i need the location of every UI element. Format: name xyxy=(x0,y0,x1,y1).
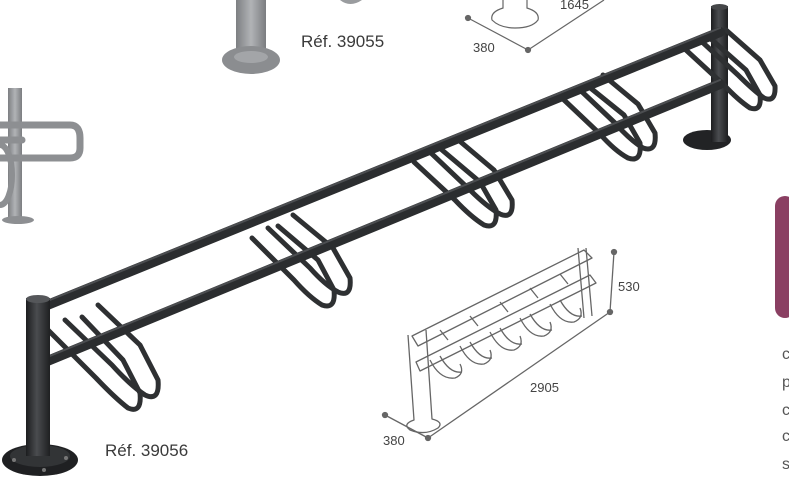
accent-tab xyxy=(775,196,789,318)
dimension-top-height: 1645 xyxy=(560,0,589,12)
grey-rack-left xyxy=(0,88,84,224)
edge-text-4: c xyxy=(782,428,789,445)
right-post xyxy=(683,4,731,150)
edge-text-2: p xyxy=(782,374,789,391)
dimension-diagram-depth: 380 xyxy=(383,433,405,448)
dimension-diagram-39056 xyxy=(381,247,618,442)
dimension-diagram-length: 2905 xyxy=(530,380,559,395)
rack-hoops xyxy=(45,27,778,412)
top-dimension-diagram xyxy=(464,0,605,54)
grey-post-39055 xyxy=(222,0,362,74)
reference-label-bottom: Réf. 39056 xyxy=(105,441,189,460)
dimension-diagram-height: 530 xyxy=(618,279,640,294)
reference-label-top: Réf. 39055 xyxy=(301,32,385,51)
bike-rack-39056 xyxy=(2,4,778,476)
rack-rails xyxy=(35,27,725,367)
edge-text-5: s xyxy=(782,456,789,473)
dimension-top-depth: 380 xyxy=(473,40,495,55)
edge-text-1: c xyxy=(782,346,789,363)
edge-text-3: c xyxy=(782,402,789,419)
left-post xyxy=(2,295,78,476)
